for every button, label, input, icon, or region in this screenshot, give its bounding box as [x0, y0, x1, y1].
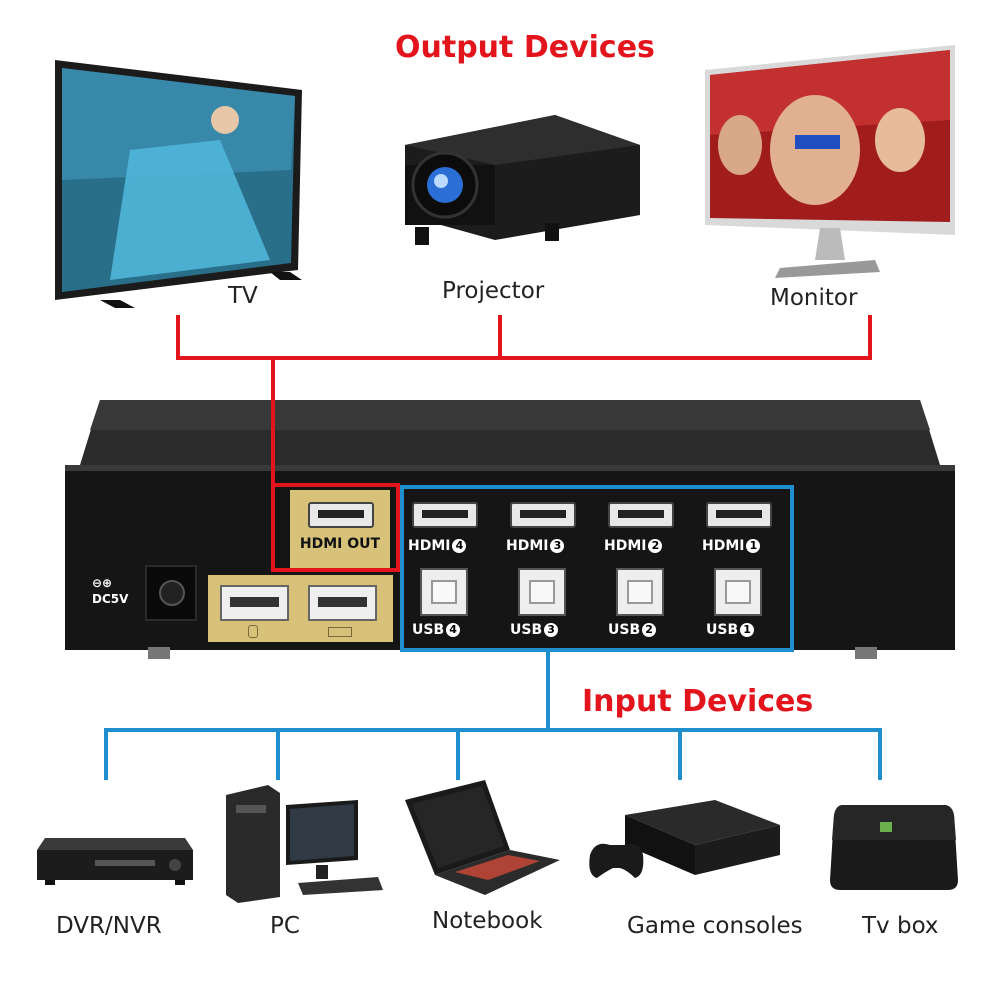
game-console-icon	[585, 800, 785, 895]
input-label-game-consoles: Game consoles	[627, 913, 803, 939]
input-label-notebook: Notebook	[432, 908, 543, 934]
tv-icon	[40, 60, 310, 310]
usb-a-panel	[208, 575, 393, 642]
input-label-pc: PC	[270, 913, 300, 939]
pc-icon	[218, 785, 388, 905]
output-label-projector: Projector	[442, 278, 545, 304]
projector-icon	[385, 115, 645, 255]
input-label-dvr: DVR/NVR	[56, 913, 162, 939]
input-label-tv-box: Tv box	[862, 913, 939, 939]
dc-power-jack	[145, 565, 197, 621]
tv-box-icon	[828, 800, 963, 895]
power-polarity-icon: ⊖⊕	[92, 576, 113, 590]
notebook-icon	[400, 780, 565, 900]
input-devices-title: Input Devices	[582, 684, 814, 719]
hdmi-out-port[interactable]	[308, 502, 374, 528]
output-label-tv: TV	[228, 283, 258, 309]
power-label: ⊖⊕ DC5V	[92, 575, 128, 607]
hdmi-out-panel: HDMI OUT	[290, 490, 390, 568]
input-bus-line	[104, 728, 882, 780]
output-bus-line	[176, 315, 872, 360]
input-ports-highlight	[400, 485, 794, 652]
power-voltage: DC5V	[92, 592, 129, 606]
output-label-monitor: Monitor	[770, 285, 858, 311]
usb-a-port-mouse[interactable]	[220, 585, 289, 621]
hdmi-out-label: HDMI OUT	[299, 536, 381, 552]
hdmi-out-highlight	[271, 358, 400, 572]
usb-a-port-keyboard[interactable]	[308, 585, 377, 621]
dvr-icon	[35, 838, 195, 888]
output-devices-title: Output Devices	[395, 30, 655, 65]
monitor-icon	[700, 40, 960, 280]
keyboard-icon	[328, 627, 352, 637]
mouse-icon	[248, 625, 258, 638]
